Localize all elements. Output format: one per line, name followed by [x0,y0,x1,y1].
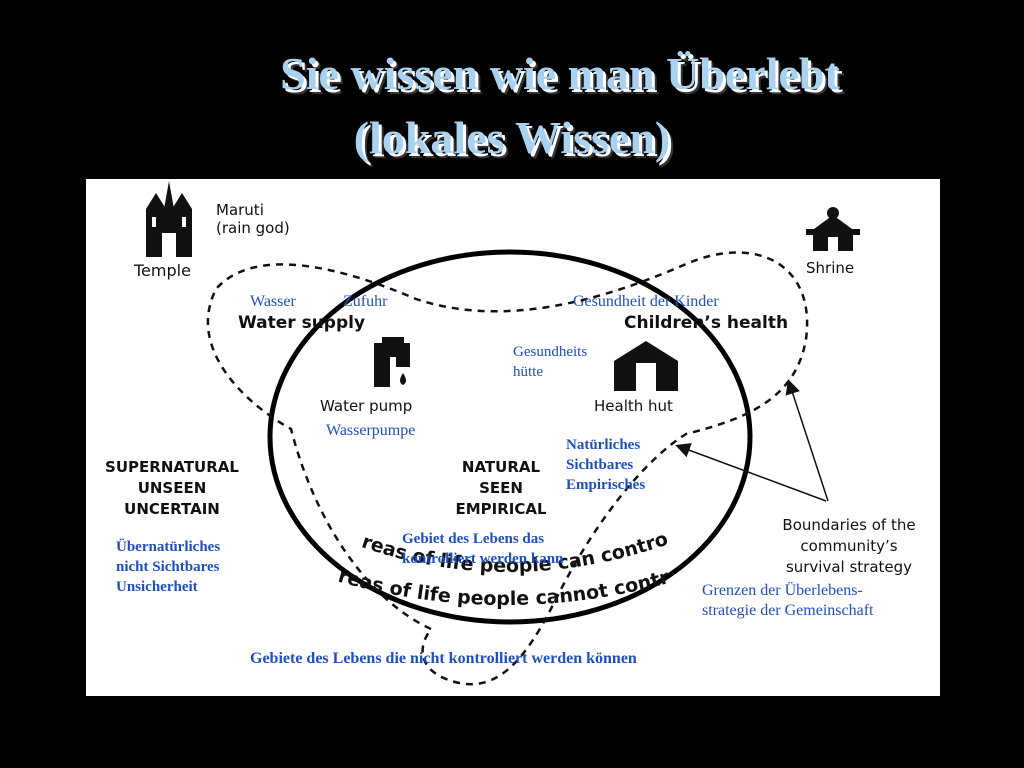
de-gebiet-kontrolliert: Gebiet des Lebens das kontrolliert werde… [402,529,563,569]
de-gebiete-nicht: Gebiete des Lebens die nicht kontrollier… [250,650,637,667]
maruti-line-2: (rain god) [216,219,290,237]
supernatural-line-2: UNSEEN [137,479,207,497]
de-gesundheits-line-2: hütte [513,364,543,380]
supernatural-label: SUPERNATURAL UNSEEN UNCERTAIN [86,457,258,520]
de-natuerliches-line-1: Natürliches [566,437,641,453]
water-tap-icon [374,337,410,387]
de-grenzen-line-2: strategie der Gemeinschaft [702,602,874,619]
childrens-health-label: Children’s health [624,313,789,333]
de-gesundheits-line-1: Gesundheits [513,344,588,360]
de-zufuhr: Zufuhr [343,293,388,310]
de-wasser: Wasser [250,293,296,310]
de-natuerliches-line-3: Empirisches [566,477,646,493]
de-uebernatuerliches-line-2: nicht Sichtbares [116,559,220,575]
de-gebiet-line-1: Gebiet des Lebens das [402,531,545,547]
boundaries-line-3: survival strategy [785,558,913,576]
boundaries-line-1: Boundaries of the [782,516,916,534]
de-natuerliches-line-2: Sichtbares [566,457,634,473]
survival-strategy-boundary [206,251,809,686]
boundary-arrow-2 [785,379,829,502]
title-line-2: (lokales Wissen) [353,112,671,163]
de-natuerliches: Natürliches Sichtbares Empirisches [566,435,645,495]
temple-label: Temple [134,261,191,280]
supernatural-line-3: UNCERTAIN [124,500,220,518]
boundaries-line-2: community’s [800,537,898,555]
temple-icon [146,181,192,257]
title-line-1: Sie wissen wie man Überlebt [280,48,840,99]
diagram-panel: Areas of life people can control Areas o… [86,179,940,696]
maruti-line-1: Maruti [216,201,264,219]
water-supply-label: Water supply [238,313,366,333]
de-gesundheit-kinder: Gesundheit der Kinder [573,293,719,310]
de-gebiet-line-2: kontrolliert werden kann [402,551,564,567]
health-hut-icon [614,341,678,391]
natural-line-1: NATURAL [461,458,541,476]
boundary-arrow-1 [675,443,827,502]
de-uebernatuerliches-line-3: Unsicherheit [116,579,198,595]
natural-line-3: EMPIRICAL [455,500,547,518]
de-uebernatuerliches: Übernatürliches nicht Sichtbares Unsiche… [116,537,220,597]
boundaries-label: Boundaries of the community’s survival s… [758,515,940,578]
de-uebernatuerliches-line-1: Übernatürliches [116,539,221,555]
shrine-label: Shrine [806,259,855,277]
supernatural-line-1: SUPERNATURAL [105,458,239,476]
water-pump-label: Water pump [320,397,413,415]
de-gesundheits-huette: Gesundheits hütte [513,342,587,382]
shrine-icon [806,207,860,251]
natural-line-2: SEEN [479,479,523,497]
maruti-label: Maruti (rain god) [216,201,290,237]
natural-label: NATURAL SEEN EMPIRICAL [446,457,556,520]
health-hut-label: Health hut [594,397,673,415]
controlled-area-circle [267,249,753,625]
de-grenzen-line-1: Grenzen der Überlebens- [702,582,863,599]
de-wasserpumpe: Wasserpumpe [326,422,416,439]
de-grenzen: Grenzen der Überlebens- strategie der Ge… [702,581,873,621]
diagram-graphics: Areas of life people can control Areas o… [86,179,860,686]
